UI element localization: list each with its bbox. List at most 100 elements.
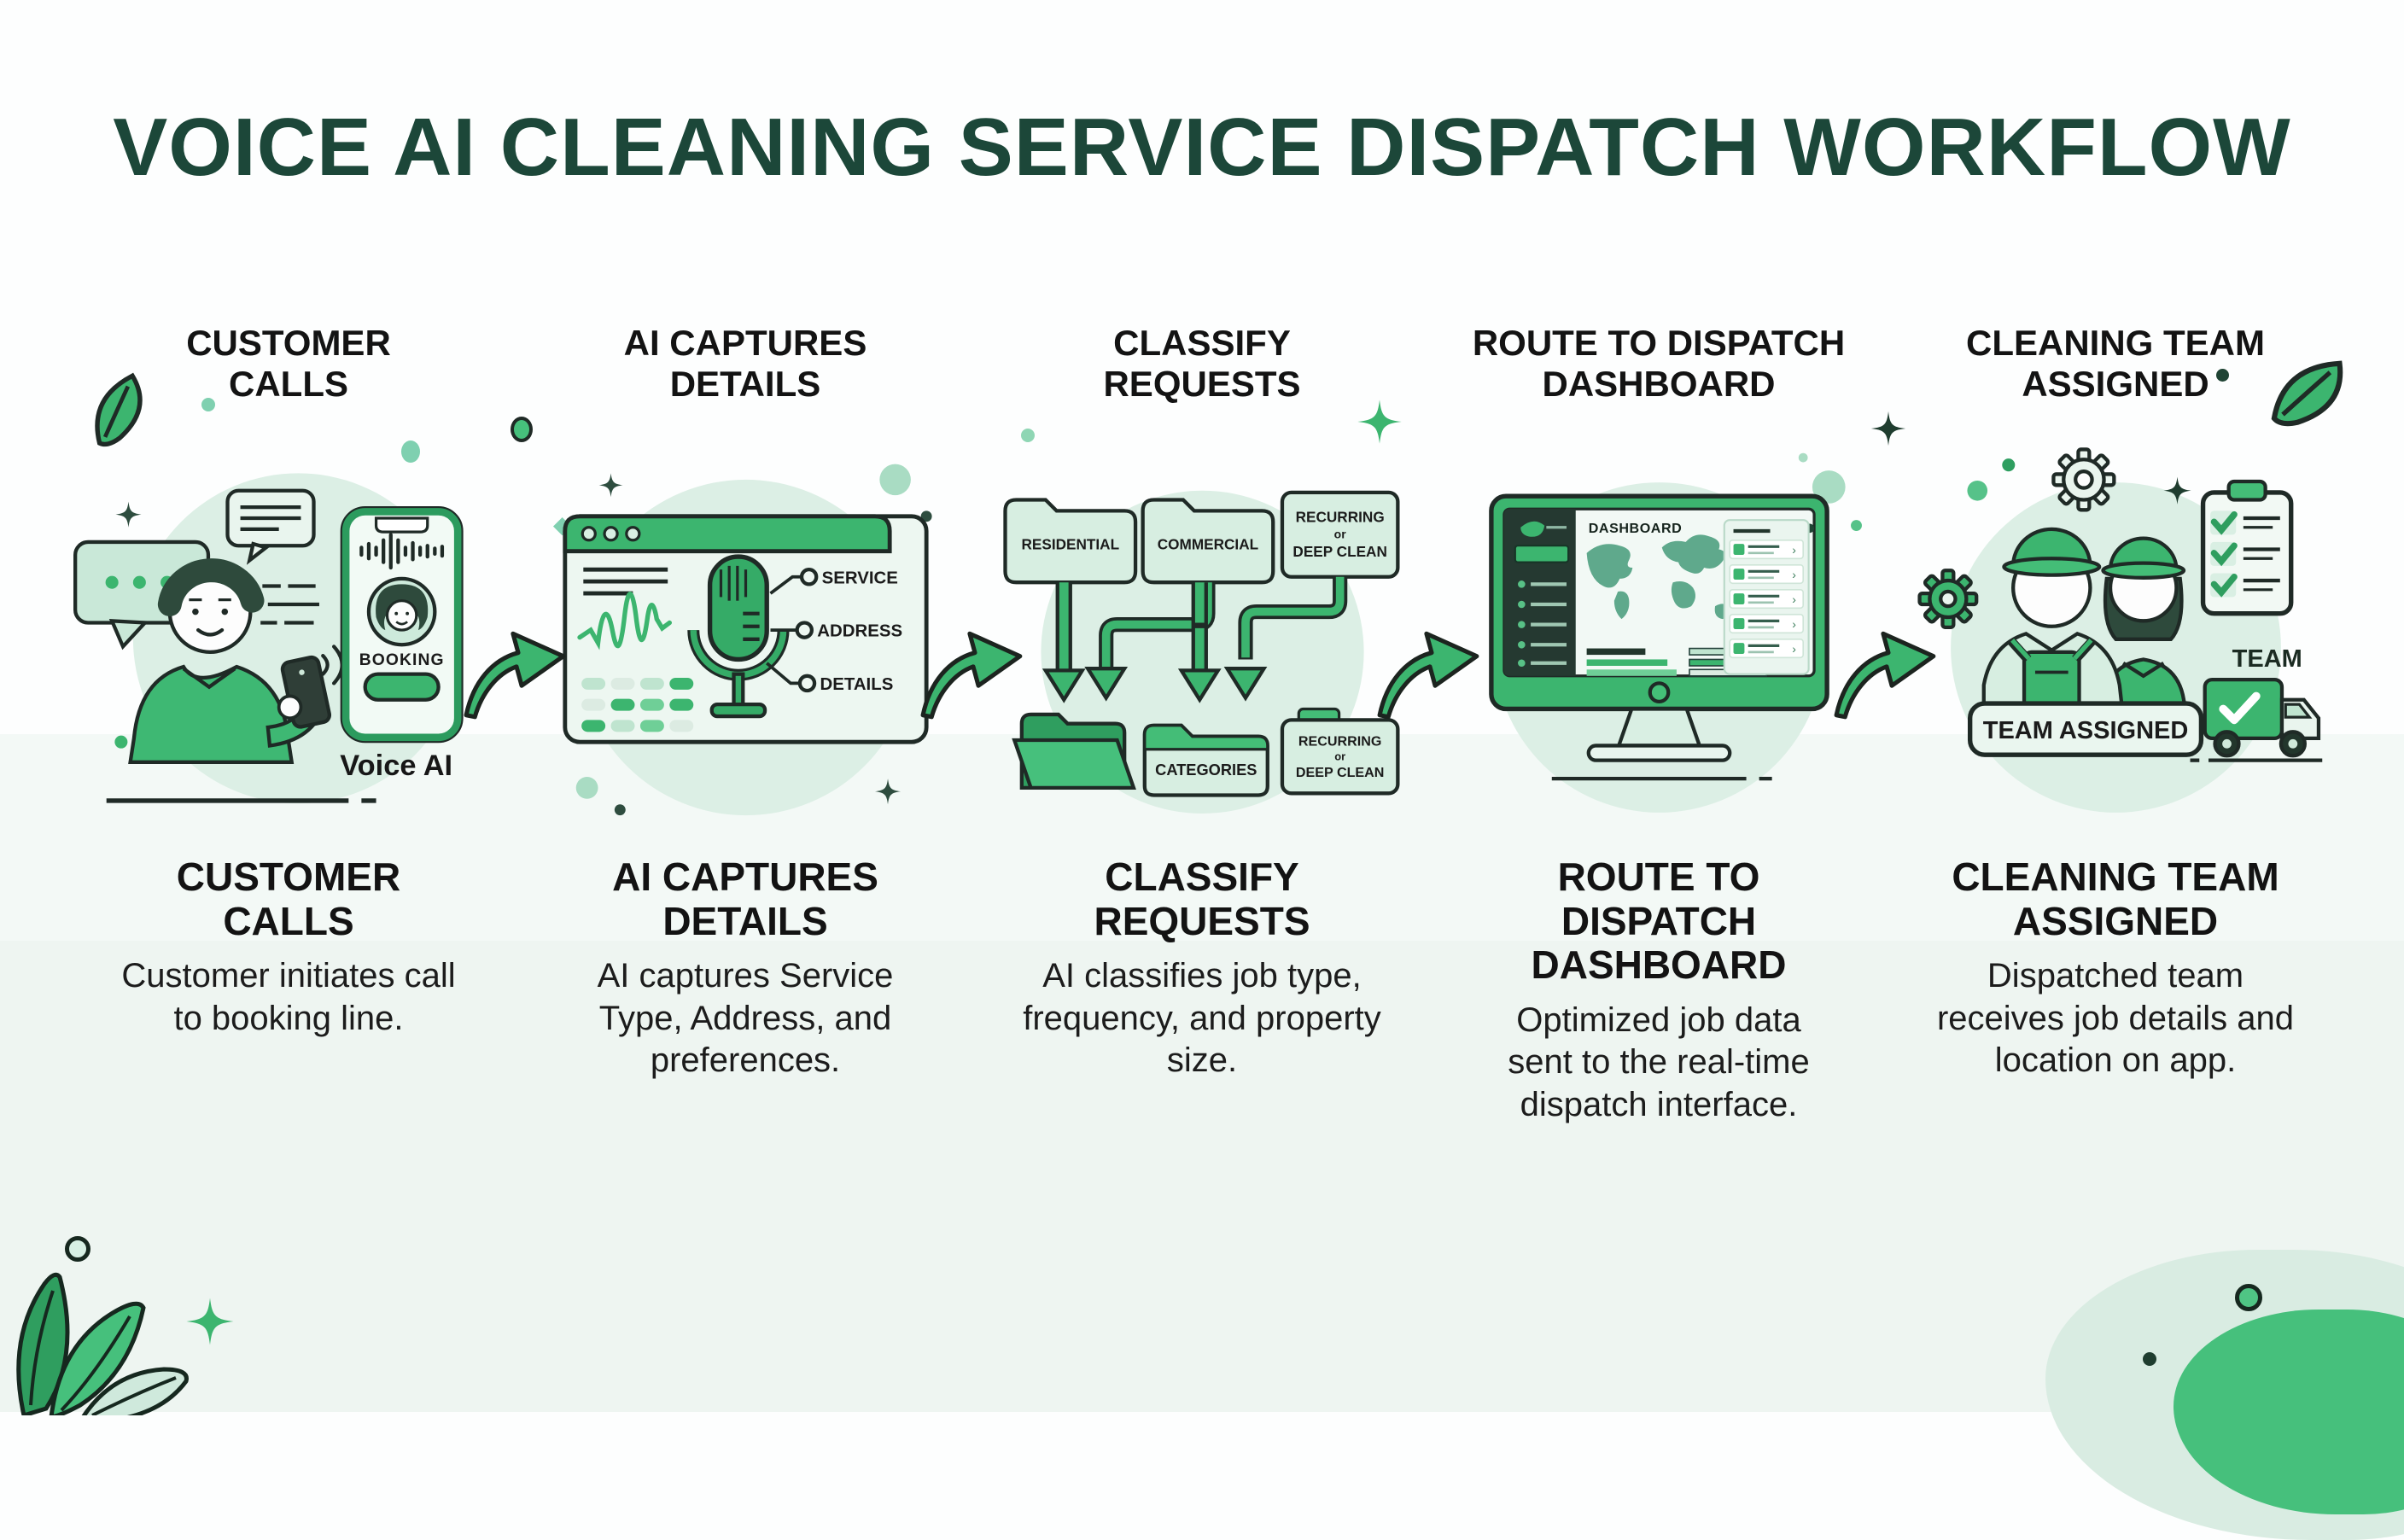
step-top-heading: ROUTE TO DISPATCH DASHBOARD — [1472, 323, 1846, 405]
dispatch-dashboard-illustration: DASHBOARD — [1444, 432, 1875, 826]
classify-requests-illustration: RESIDENTIAL COMMERCIAL RECURRING or DEEP… — [987, 432, 1418, 826]
folder-categories: CATEGORIES — [1142, 723, 1269, 797]
step-top-heading: CLEANING TEAM ASSIGNED — [1966, 323, 2265, 405]
gear-icon — [2051, 447, 2115, 512]
dot-icon — [1966, 480, 1987, 501]
team-assigned-badge: TEAM ASSIGNED — [1967, 701, 2203, 757]
monitor-stand — [1615, 707, 1702, 748]
job-row: › — [1728, 539, 1804, 560]
page-title: VOICE AI CLEANING SERVICE DISPATCH WORKF… — [113, 102, 2291, 193]
sparkle-icon — [874, 779, 901, 805]
speech-bubble-icon — [225, 488, 316, 565]
step-route-to-dispatch-dashboard: ROUTE TO DISPATCH DASHBOARD — [1444, 323, 1875, 1126]
step-bottom-heading: CLASSIFY REQUESTS — [1094, 855, 1310, 943]
folder-label: CATEGORIES — [1155, 761, 1257, 779]
sparkle-icon — [1357, 400, 1402, 444]
sparkle-icon — [598, 473, 623, 498]
step-bottom-heading: AI CAPTURES DETAILS — [612, 855, 878, 943]
woman-worker — [2097, 536, 2190, 722]
job-row: › — [1728, 614, 1804, 634]
chevron-right-icon: › — [1792, 642, 1796, 656]
waveform-icon — [359, 533, 444, 570]
dot-icon — [614, 804, 626, 816]
circle-outline-icon — [511, 417, 533, 442]
dot-icon — [114, 735, 127, 749]
ai-captures-details-illustration: SERVICE ADDRESS DETAILS — [530, 432, 961, 826]
chevron-right-icon: › — [1792, 592, 1796, 606]
dot-icon — [201, 398, 215, 411]
browser-window: SERVICE ADDRESS DETAILS — [562, 514, 929, 744]
step-bottom-heading: CLEANING TEAM ASSIGNED — [1952, 855, 2279, 943]
customer-calls-illustration: BOOKING Voice AI — [73, 432, 505, 826]
details-label: DETAILS — [820, 675, 893, 694]
dot-icon — [1812, 470, 1846, 504]
waveform-icon — [576, 592, 672, 650]
dot-icon — [1021, 429, 1035, 442]
gear-icon — [1917, 569, 1978, 629]
chevron-right-icon: › — [1792, 543, 1796, 557]
box-label-line: DEEP CLEAN — [1292, 543, 1386, 560]
open-folder-icon — [1011, 712, 1136, 790]
leaf-icon — [2271, 360, 2343, 427]
sparkle-icon — [1870, 411, 1906, 446]
step-classify-requests: CLASSIFY REQUESTS RESIDENTIAL COMMERCIAL… — [987, 323, 1418, 1126]
monitor-base — [1586, 744, 1731, 762]
dot-icon — [2001, 458, 2015, 472]
world-map — [1586, 534, 1730, 620]
voice-ai-phone: BOOKING — [340, 506, 464, 744]
cleaning-team-illustration: TEAM TEAM ASSIGNED — [1900, 432, 2331, 826]
step-bottom-heading: CUSTOMER CALLS — [176, 855, 401, 943]
box-recurring-deep-clean: RECURRING or DEEP CLEAN — [1280, 490, 1400, 579]
chevron-right-icon: › — [1792, 568, 1796, 581]
job-row: › — [1728, 563, 1804, 585]
badge-label: TEAM ASSIGNED — [1982, 717, 2188, 744]
step-customer-calls: CUSTOMER CALLS — [73, 323, 505, 1126]
box-label-line: or — [1334, 750, 1345, 763]
workflow-steps-row: CUSTOMER CALLS — [0, 323, 2404, 1126]
sound-lines — [260, 584, 319, 625]
flow-arrow-icon — [1377, 631, 1479, 720]
step-ai-captures-details: AI CAPTURES DETAILS — [530, 323, 961, 1126]
dot-icon — [575, 776, 598, 799]
classification-arrows — [1042, 576, 1347, 703]
dashboard-title: DASHBOARD — [1588, 521, 1682, 536]
dispatch-truck-icon — [2203, 677, 2320, 758]
box-label-line: DEEP CLEAN — [1295, 765, 1384, 780]
step-description: Customer initiates call to booking line. — [121, 957, 456, 1037]
booking-button — [363, 672, 441, 702]
dot-icon — [920, 510, 932, 522]
step-cleaning-team-assigned: CLEANING TEAM ASSIGNED — [1900, 323, 2331, 1126]
microphone-icon — [686, 554, 790, 719]
box-recurring-deep-clean-output: RECURRING or DEEP CLEAN — [1280, 707, 1400, 796]
dot-icon — [401, 440, 420, 463]
step-top-heading: CLASSIFY REQUESTS — [1103, 323, 1301, 405]
service-label: SERVICE — [821, 569, 897, 587]
step-description: AI captures Service Type, Address, and p… — [597, 957, 894, 1080]
circle-outline-icon — [2235, 1284, 2262, 1311]
step-top-heading: AI CAPTURES DETAILS — [623, 323, 867, 405]
text-lines — [582, 567, 668, 596]
leaf-logo-icon — [1520, 521, 1544, 537]
window-dot — [581, 526, 597, 542]
box-label-line: RECURRING — [1298, 733, 1381, 749]
sparkle-icon — [2162, 476, 2191, 505]
folder-commercial: COMMERCIAL — [1141, 498, 1275, 585]
dot-icon — [878, 464, 911, 496]
step-description: AI classifies job type, frequency, and p… — [1023, 957, 1381, 1080]
job-row: › — [1728, 588, 1804, 610]
flow-arrow-icon — [464, 631, 566, 720]
field-callouts: SERVICE ADDRESS DETAILS — [765, 568, 902, 694]
folder-label: RESIDENTIAL — [1021, 536, 1119, 553]
sidebar-button — [1514, 545, 1569, 563]
step-bottom-heading: ROUTE TO DISPATCH DASHBOARD — [1531, 855, 1787, 988]
team-label: TEAM — [2232, 645, 2302, 673]
dot-icon — [1850, 520, 1862, 532]
flow-arrow-icon — [920, 631, 1023, 720]
voice-ai-label: Voice AI — [340, 750, 452, 782]
monitor-button — [1648, 681, 1670, 704]
address-label: ADDRESS — [817, 622, 902, 641]
folder-residential: RESIDENTIAL — [1002, 498, 1137, 585]
job-row: › — [1728, 639, 1804, 659]
sidebar-menu — [1517, 580, 1567, 668]
customer-person — [127, 558, 331, 764]
